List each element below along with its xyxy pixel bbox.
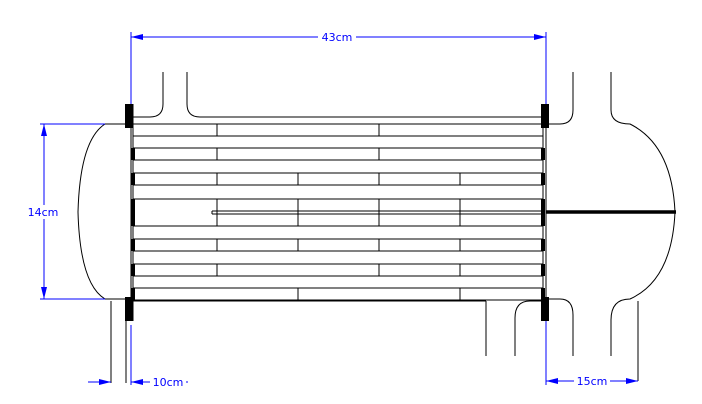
tube-bundle [132,123,544,301]
arrow-head [626,378,638,384]
dimension-label: 14cm [28,206,59,219]
tube [132,263,544,277]
tube [132,287,544,301]
arrow-head [546,378,558,384]
shell-inlet-nozzle [133,72,164,118]
tube [132,238,544,252]
arrow-head [534,34,546,40]
dimension-label: 43cm [322,31,353,44]
tube [132,172,544,186]
tube-end-mark [541,239,545,251]
tube-end-mark [131,288,135,300]
right-head [546,298,574,356]
tube-end-mark [131,239,135,251]
dimension-right-offset: 15cm [545,321,638,388]
tube-end-mark [131,264,135,276]
dimension-label: 15cm [577,375,608,388]
baffles [216,124,461,300]
tube-end-mark [131,199,135,226]
dimension-label-bg [318,30,356,44]
tube-end-mark [541,264,545,276]
dimension-shell-diameter: 14cm [25,123,105,300]
arrow-head [131,34,143,40]
tube [132,123,544,137]
right-flange-bottom [541,297,549,321]
tube-end-mark [541,148,545,160]
dimension-label: 10cm [153,376,184,389]
tube [132,198,544,227]
left-flange-bottom [125,297,133,321]
tube-end-mark [541,288,545,300]
shell-outlet-nozzle [514,300,543,356]
arrow-head [41,287,47,299]
arrow-head [99,379,111,385]
right-flange-top [541,104,549,128]
tube-end-mark [131,148,135,160]
arrow-head [41,124,47,136]
shell-inlet-nozzle [186,72,543,118]
dimension-total-length: 43cm [130,30,547,104]
dimension-label-bg [25,205,61,219]
left-flange-top [125,104,133,128]
tube-end-mark [541,173,545,185]
dimension-label-bg [150,375,186,389]
tube-ends [131,148,545,300]
dimension-label-bg [574,374,610,388]
right-head [610,72,676,356]
arrow-head [131,379,143,385]
tube-end-mark [541,199,545,226]
tube-end-mark [131,173,135,185]
right-head [546,72,574,125]
tube [132,147,544,161]
left-head [77,123,131,300]
dimension-left-offset: 10cm [88,325,188,389]
